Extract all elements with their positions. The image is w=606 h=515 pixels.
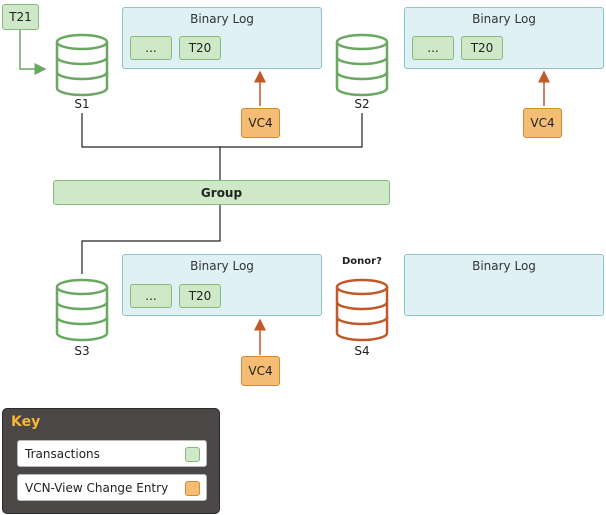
donor-label: Donor?	[342, 256, 382, 267]
binary-log-title: Binary Log	[472, 12, 536, 26]
server-label-s2: S2	[354, 97, 370, 111]
s1-group-line	[81, 113, 221, 180]
key-item-transactions: Transactions	[17, 440, 207, 467]
transaction-entry: ...	[130, 284, 172, 308]
binary-log-title: Binary Log	[472, 259, 536, 273]
server-s3-icon	[55, 278, 109, 342]
s2-group-line	[220, 113, 363, 148]
binary-log-s4: Binary Log	[404, 254, 604, 316]
transaction-t21: T21	[2, 4, 39, 30]
transaction-entry: ...	[130, 36, 172, 60]
transaction-entry: ...	[412, 36, 454, 60]
server-s1-icon	[55, 33, 109, 97]
key-legend: Key Transactions VCN-View Change Entry	[2, 408, 220, 514]
binary-log-title: Binary Log	[190, 12, 254, 26]
transaction-entry: T20	[179, 36, 221, 60]
key-item-label: Transactions	[25, 446, 100, 461]
key-title: Key	[11, 414, 41, 430]
view-change-swatch-icon	[185, 481, 200, 496]
view-change-entry: VC4	[523, 108, 562, 138]
server-label-s3: S3	[74, 344, 90, 358]
key-item-label: VCN-View Change Entry	[25, 480, 169, 495]
server-s4-icon	[335, 278, 389, 342]
group-bar: Group	[53, 180, 390, 205]
binary-log-title: Binary Log	[190, 259, 254, 273]
transaction-entry: T20	[461, 36, 503, 60]
binary-log-s2: Binary Log ... T20	[404, 7, 604, 69]
s3-group-line	[81, 205, 221, 274]
t21-arrow	[19, 30, 47, 75]
transaction-swatch-icon	[185, 447, 200, 462]
view-change-entry: VC4	[241, 356, 280, 386]
binary-log-s1: Binary Log ... T20	[122, 7, 322, 69]
transaction-entry: T20	[179, 284, 221, 308]
server-label-s1: S1	[74, 97, 90, 111]
binary-log-s3: Binary Log ... T20	[122, 254, 322, 316]
view-change-entry: VC4	[241, 108, 280, 138]
key-item-view-change: VCN-View Change Entry	[17, 474, 207, 501]
server-s2-icon	[335, 33, 389, 97]
server-label-s4: S4	[354, 344, 370, 358]
